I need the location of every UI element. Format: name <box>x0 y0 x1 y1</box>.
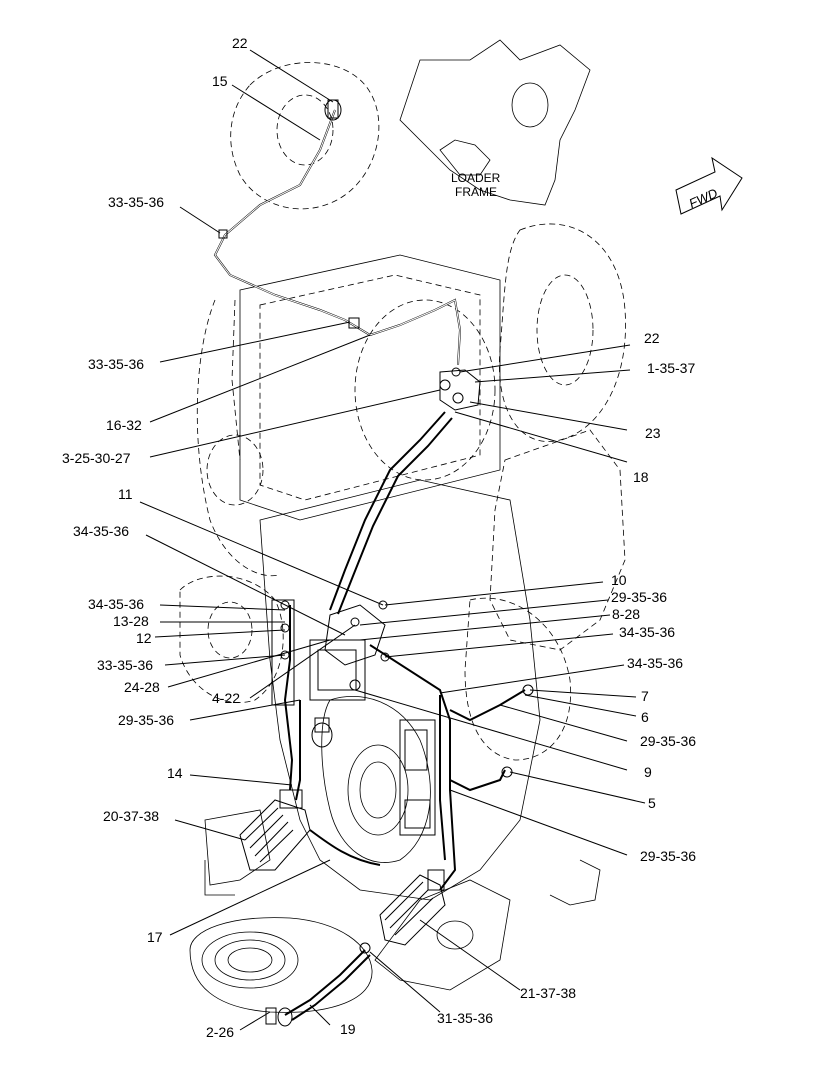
callout-label: 34-35-36 <box>88 596 144 612</box>
valve-bank-21-37-38 <box>379 869 446 946</box>
callout-label: 34-35-36 <box>619 624 675 640</box>
fitting-31-35-36 <box>359 942 371 954</box>
callout-label: 16-32 <box>106 417 142 433</box>
callout-label: 22 <box>644 330 660 346</box>
callout-label: 9 <box>644 764 652 780</box>
callout-label: 5 <box>648 795 656 811</box>
callout-label: 14 <box>167 765 183 781</box>
callout-label: 20-37-38 <box>103 808 159 824</box>
clip-33-35-36-upper <box>218 229 228 239</box>
callout-label: 1-35-37 <box>647 360 695 376</box>
forward-direction-arrow: FWD <box>675 156 743 215</box>
leader-lines <box>139 49 646 1031</box>
callout-label: 33-35-36 <box>108 194 164 210</box>
callout-label: 4-22 <box>212 690 240 706</box>
callout-label: 8-28 <box>612 606 640 622</box>
fittings <box>218 99 534 1027</box>
callout-label: 15 <box>212 73 228 89</box>
loader-frame-outline <box>179 39 626 1013</box>
clip-33-35-36-mid <box>348 317 360 329</box>
fitting-2-26 <box>265 1007 293 1027</box>
callout-label: 34-35-36 <box>627 655 683 671</box>
callout-label: 18 <box>633 469 649 485</box>
frame-label-line2: FRAME <box>455 185 497 199</box>
callout-label: 3-25-30-27 <box>62 450 131 466</box>
hydraulic-tubes <box>213 109 526 1021</box>
callout-label: 7 <box>641 688 649 704</box>
callout-label: 29-35-36 <box>640 733 696 749</box>
callout-label: 31-35-36 <box>437 1010 493 1026</box>
callout-label: 33-35-36 <box>88 356 144 372</box>
callout-label: 24-28 <box>124 679 160 695</box>
frame-label-line1: LOADER <box>451 171 501 185</box>
callout-label: 12 <box>136 630 152 646</box>
callout-label: 13-28 <box>113 613 149 629</box>
callout-label: 17 <box>147 929 163 945</box>
callout-label: 10 <box>611 572 627 588</box>
callout-label: 11 <box>118 486 133 502</box>
loader-frame-label: LOADER FRAME <box>451 171 501 199</box>
fwd-label: FWD <box>687 185 720 211</box>
swivel-fitting-center <box>311 717 333 748</box>
valve-bank-20-37-38 <box>239 789 311 871</box>
callout-label: 22 <box>232 35 248 51</box>
callout-label: 33-35-36 <box>97 657 153 673</box>
manifold-block-1-35-37 <box>439 367 481 411</box>
callout-label: 29-35-36 <box>640 848 696 864</box>
callout-label: 34-35-36 <box>73 523 129 539</box>
callout-labels: 22 15 33-35-36 33-35-36 16-32 3-25-30-27… <box>62 35 696 1040</box>
fitting-22-top <box>324 99 342 121</box>
callout-label: 23 <box>645 425 661 441</box>
callout-label: 29-35-36 <box>611 589 667 605</box>
control-plate-right <box>399 719 436 836</box>
callout-label: 21-37-38 <box>520 985 576 1001</box>
callout-label: 6 <box>641 709 649 725</box>
callout-label: 2-26 <box>206 1024 234 1040</box>
callout-label: 19 <box>340 1021 356 1037</box>
callout-label: 29-35-36 <box>118 712 174 728</box>
